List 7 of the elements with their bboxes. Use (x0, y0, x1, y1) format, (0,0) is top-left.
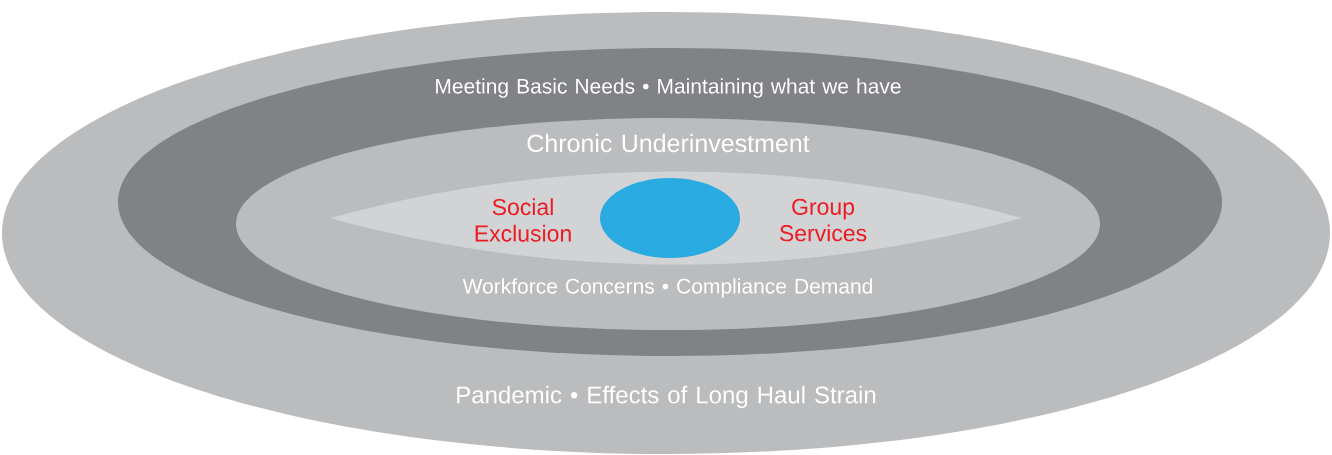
ring-label: Workforce Concerns • Compliance Demand (462, 278, 872, 298)
ring-label: Meeting Basic Needs • Maintaining what we have (436, 78, 901, 98)
ring-label: Chronic Underinvestment (527, 133, 810, 153)
ring-label: Pandemic • Effects of Long Haul Strain (457, 385, 876, 409)
center-ellipse (600, 178, 740, 258)
ring-label: Group Services (779, 198, 867, 242)
ring-label: Social Exclusion (475, 198, 571, 242)
